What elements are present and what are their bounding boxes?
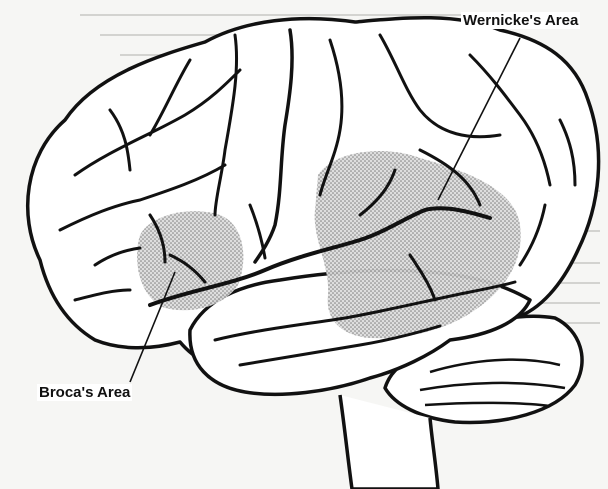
broca-area-label: Broca's Area — [37, 384, 132, 401]
broca-area-shading — [137, 211, 243, 310]
wernicke-area-label: Wernicke's Area — [461, 12, 580, 29]
